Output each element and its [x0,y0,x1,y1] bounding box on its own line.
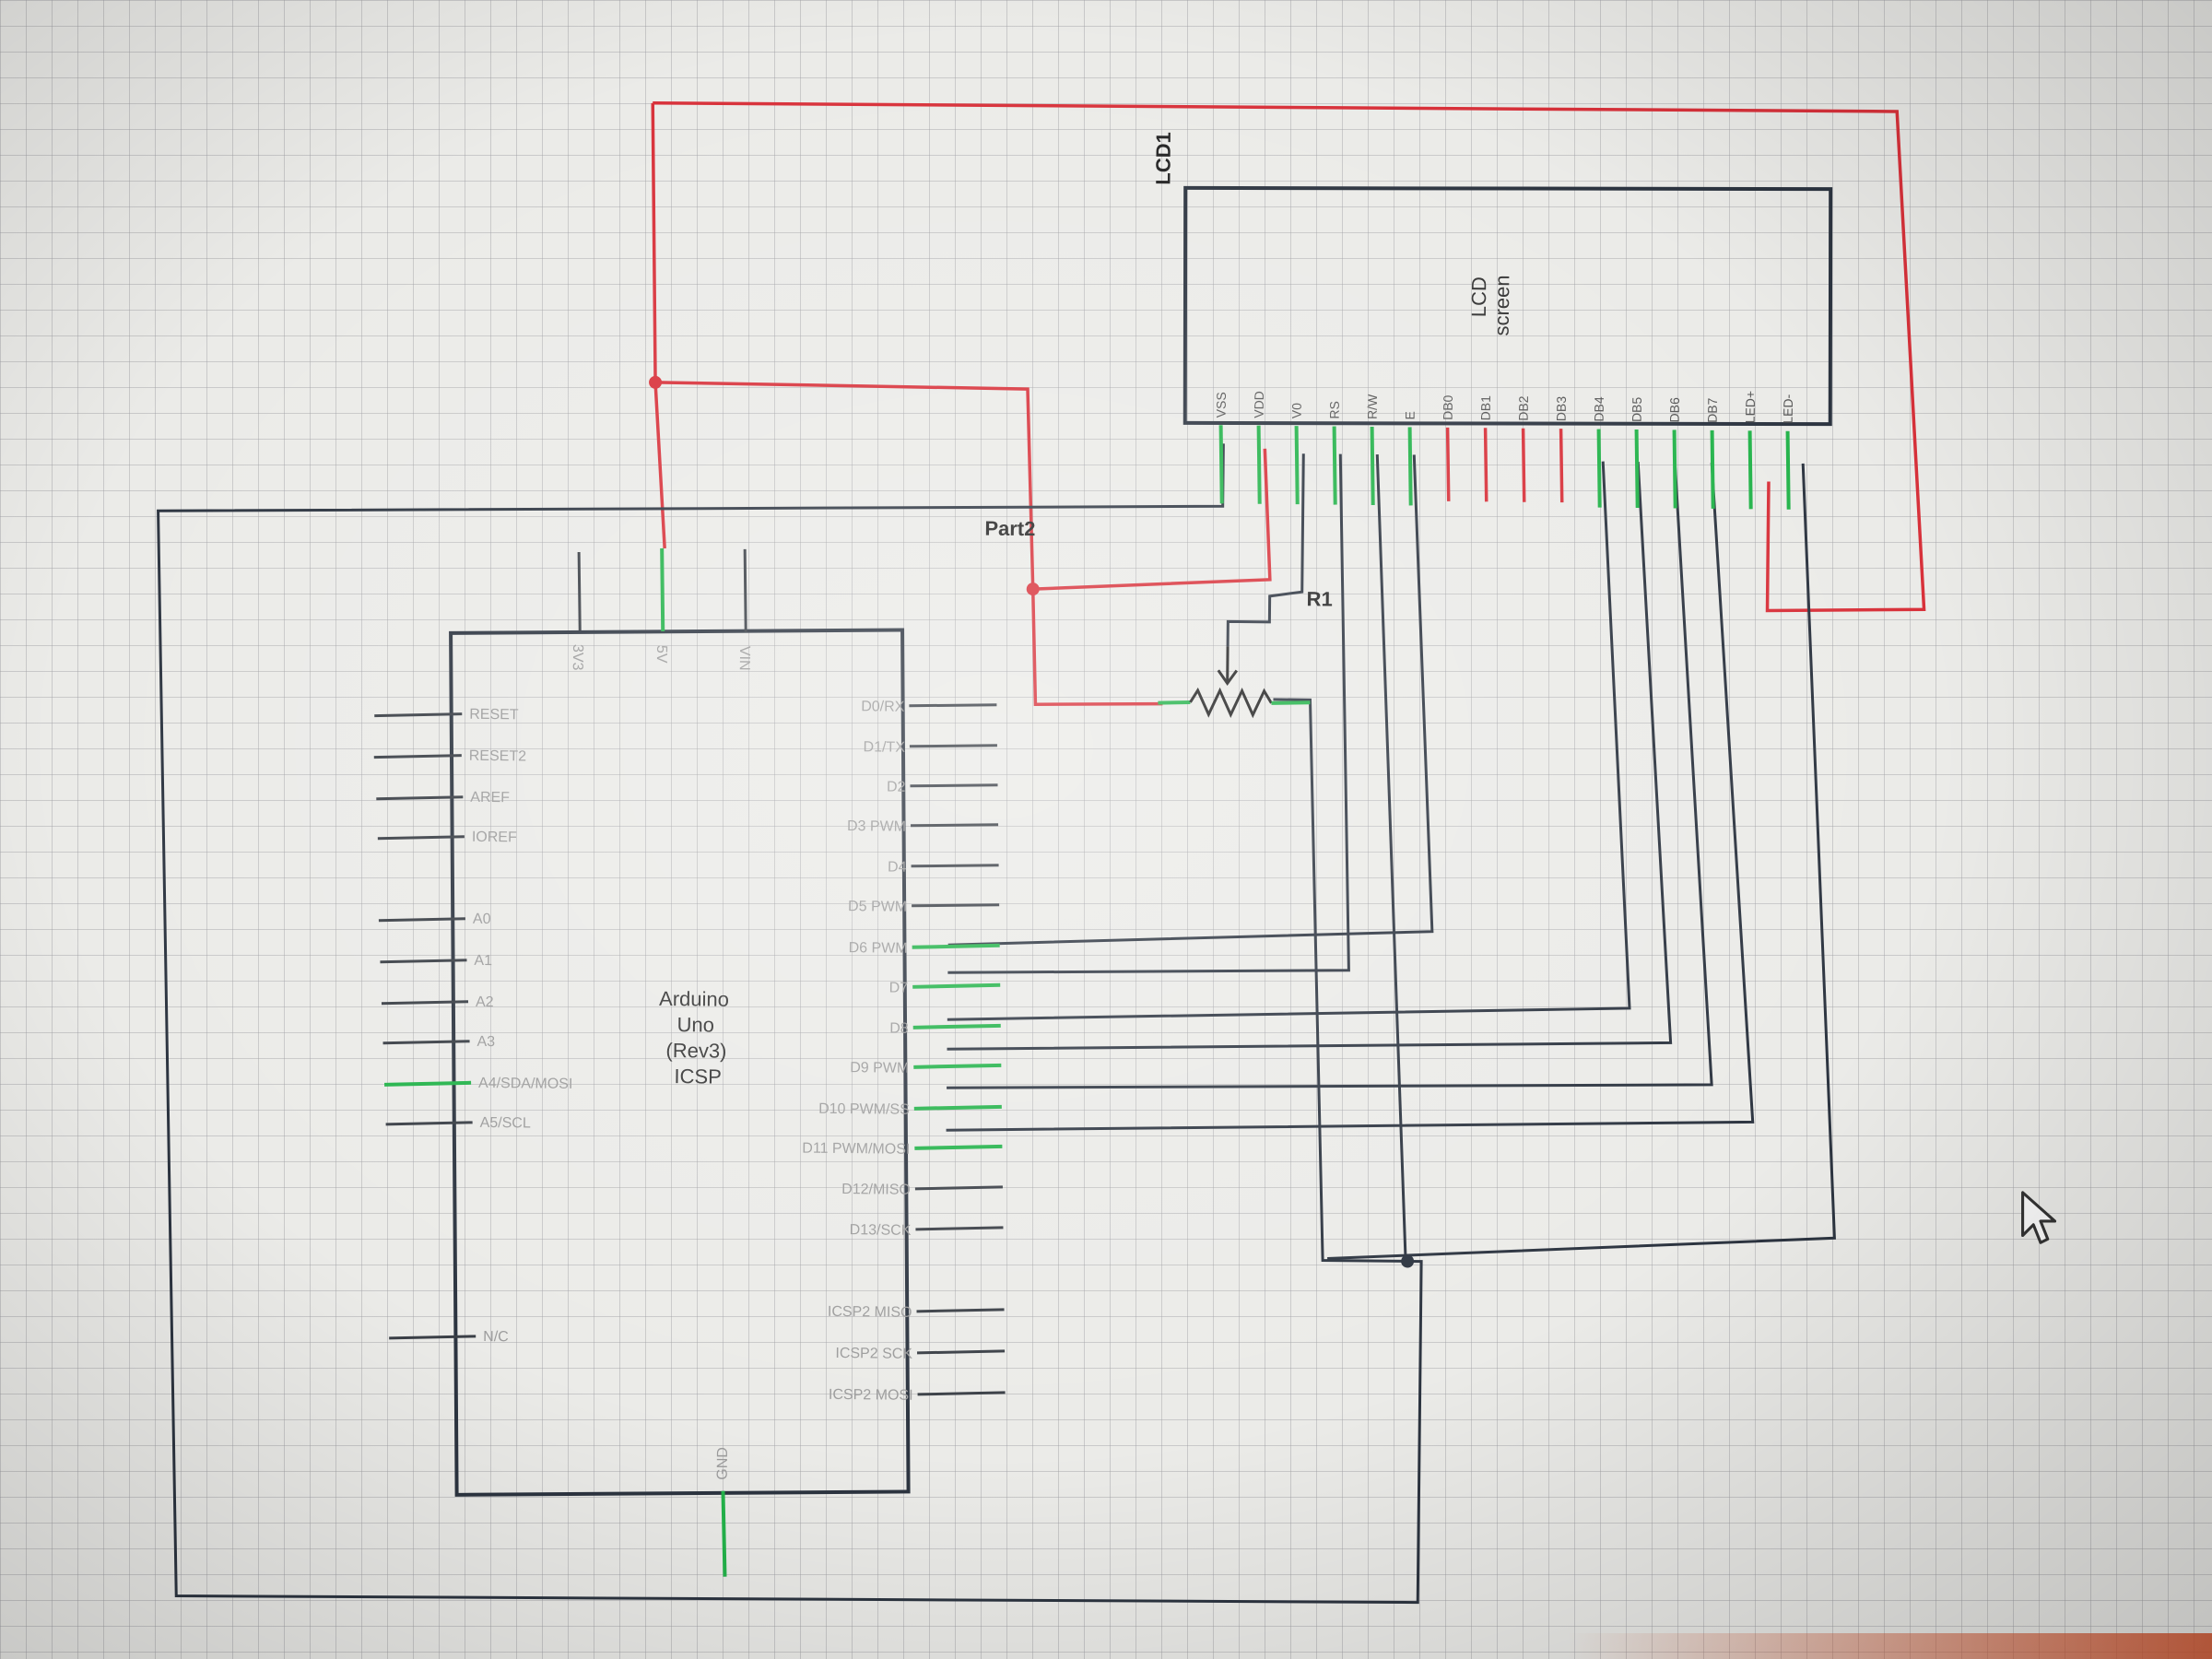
svg-text:DB2: DB2 [1516,395,1531,421]
svg-text:D5 PWM: D5 PWM [848,899,907,915]
svg-text:VSS: VSS [1214,392,1229,418]
svg-text:R/W: R/W [1365,394,1380,419]
svg-text:DB7: DB7 [1705,397,1720,423]
svg-text:Uno: Uno [677,1013,714,1036]
svg-text:ICSP2 MOSI: ICSP2 MOSI [829,1387,913,1404]
signal-wires [157,443,1836,1605]
svg-text:VDD: VDD [1252,391,1266,418]
svg-text:VIN: VIN [736,646,752,671]
lcd-screen[interactable]: LCD1 LCD screen [1148,132,1833,510]
svg-text:DB1: DB1 [1478,395,1493,421]
svg-text:LED-: LED- [1781,394,1795,423]
power-wires [649,101,1926,706]
arduino-gnd-pin: GND [715,1447,731,1577]
svg-text:DB5: DB5 [1630,396,1644,422]
svg-text:LCD: LCD [1467,276,1490,317]
svg-text:A1: A1 [474,953,492,969]
svg-text:A5/SCL: A5/SCL [480,1115,531,1132]
svg-text:D7: D7 [889,981,909,996]
svg-text:5V: 5V [653,645,669,664]
resistor-part-name: R1 [1307,587,1333,610]
svg-text:D0/RX: D0/RX [861,699,905,714]
arduino-right-pins: D0/RX D1/TX D2 D3 PWM D4 D5 PWM D6 PWM D… [802,699,1006,1404]
svg-text:A2: A2 [476,994,494,1010]
svg-text:RS: RS [1327,401,1342,419]
svg-text:D2: D2 [887,780,906,795]
arduino-part-name: Part2 [984,517,1035,541]
svg-text:screen: screen [1490,275,1514,335]
svg-text:D4: D4 [888,860,907,876]
svg-text:DB6: DB6 [1667,397,1682,423]
svg-text:IOREF: IOREF [472,830,517,846]
svg-text:RESET2: RESET2 [469,748,527,765]
svg-text:N/C: N/C [483,1329,509,1345]
svg-text:ICSP2 MISO: ICSP2 MISO [828,1304,912,1321]
svg-text:A0: A0 [473,912,491,927]
svg-text:DB0: DB0 [1441,394,1455,420]
arduino-uno[interactable]: Part2 Arduino Uno (Rev3) ICSP 3V3 5V VIN [366,511,1036,1580]
svg-text:D1/TX: D1/TX [863,739,905,755]
resistor-zigzag-icon [1189,687,1273,719]
svg-text:A4/SDA/MOSI: A4/SDA/MOSI [478,1076,572,1092]
svg-text:D3 PWM: D3 PWM [847,818,906,835]
svg-text:GND: GND [715,1447,731,1480]
svg-text:ICSP: ICSP [674,1065,722,1088]
svg-text:V0: V0 [1289,403,1304,419]
potentiometer-r1[interactable]: R1 [1158,586,1333,719]
svg-text:3V3: 3V3 [570,644,585,671]
svg-text:D12/MISO: D12/MISO [841,1182,911,1198]
arduino-top-pins: 3V3 5V VIN [570,547,752,671]
lcd-part-name: LCD1 [1151,132,1175,185]
svg-text:D6 PWM: D6 PWM [849,940,908,957]
svg-text:ICSP2 SCK: ICSP2 SCK [835,1346,912,1362]
svg-text:(Rev3): (Rev3) [665,1039,726,1063]
svg-text:RESET: RESET [469,707,519,724]
svg-text:D9 PWM: D9 PWM [850,1060,909,1077]
svg-text:D11 PWM/MOSI: D11 PWM/MOSI [802,1141,910,1158]
arduino-title: Arduino Uno (Rev3) ICSP [659,987,729,1088]
svg-text:A3: A3 [477,1034,495,1050]
svg-text:D10 PWM/SS: D10 PWM/SS [818,1101,910,1118]
svg-text:D13/SCK: D13/SCK [850,1222,912,1239]
wiper-arrow-icon [1217,669,1239,686]
svg-text:Arduino: Arduino [659,987,729,1011]
svg-text:E: E [1403,411,1418,420]
svg-text:DB4: DB4 [1592,396,1606,422]
arduino-left-pins: RESET RESET2 AREF IOREF A0 A1 A2 A3 A4/S… [373,707,572,1345]
svg-text:LED+: LED+ [1743,391,1758,424]
lcd-pins: VSS VDD V0 RS R/W E DB0 DB1 DB2 DB3 DB4 … [1214,391,1795,510]
taskbar-edge [1567,1633,2212,1659]
svg-text:D8: D8 [889,1021,909,1037]
svg-text:DB3: DB3 [1554,396,1569,422]
lcd-title: LCD screen [1467,275,1514,335]
svg-text:AREF: AREF [470,790,510,806]
mouse-cursor-icon [2021,1191,2057,1244]
